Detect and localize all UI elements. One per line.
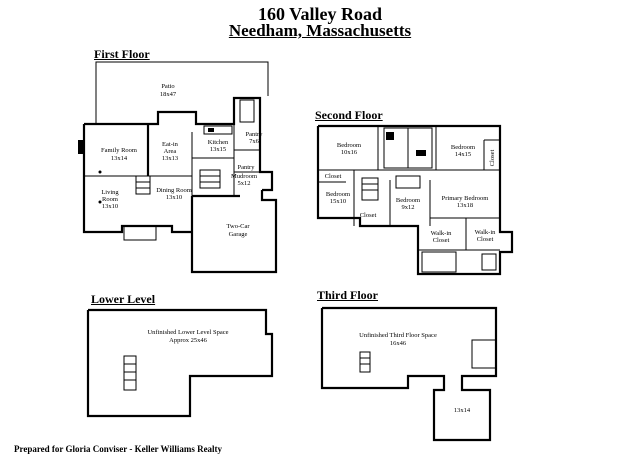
rear-stairs: [239, 99, 255, 123]
stairs-third: [359, 351, 371, 373]
stairs-lower: [123, 355, 137, 391]
kitchen-counter: [203, 125, 233, 135]
second-floor-heading: Second Floor: [315, 108, 383, 122]
front-steps: [123, 225, 157, 241]
dormer: [471, 339, 497, 369]
house-outline-left: [82, 124, 192, 234]
closet-left-label: Closet: [325, 173, 342, 180]
stairs-first: [135, 175, 151, 195]
fireplace: [78, 140, 84, 154]
closet-right-label: Closet: [489, 150, 496, 167]
lower-level-heading: Lower Level: [91, 292, 156, 306]
city-title: Needham, Massachusetts: [228, 21, 412, 40]
lower-level-outline: [86, 308, 274, 418]
pantry-2-label: Pantry: [238, 164, 256, 171]
third-floor-heading: Third Floor: [317, 288, 379, 302]
primary-bath: [421, 251, 457, 273]
second-floor-outline: [316, 124, 514, 276]
mudroom-stairs: [199, 169, 221, 189]
stairs-second: [361, 177, 379, 201]
closet-mid-label: Closet: [360, 212, 377, 219]
patio-outline: [95, 61, 269, 124]
first-floor-heading: First Floor: [94, 47, 150, 61]
house-outline-top: [84, 96, 274, 192]
hall-bath: [395, 175, 421, 189]
third-floor-room-label: 13x14: [454, 407, 471, 414]
footer-credit: Prepared for Gloria Conviser - Keller Wi…: [14, 444, 223, 454]
third-floor-outline: [320, 306, 498, 442]
address-title: 160 Valley Road: [257, 4, 383, 24]
garage-outline: [190, 190, 278, 274]
